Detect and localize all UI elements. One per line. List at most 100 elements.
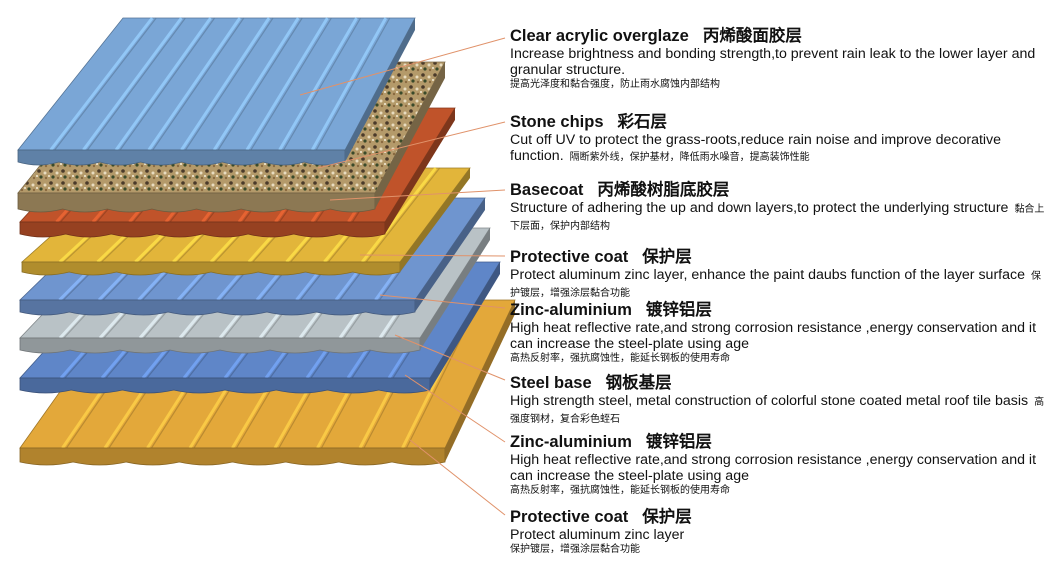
layer-description-cn: 隔断紫外线，保护基材，降低雨水噪音，提高装饰性能	[569, 152, 810, 163]
layer-label-stone-chips: Stone chips 彩石层 Cut off UV to protect the…	[510, 113, 1045, 165]
layer-description-cn: 保护镀层，增强涂层黏合功能	[510, 544, 640, 555]
sheet-rib	[278, 17, 358, 151]
layer-title: Basecoat 丙烯酸树脂底胶层	[510, 181, 1045, 200]
layer-title-en: Clear acrylic overglaze	[510, 27, 689, 45]
sheet-side-edge	[385, 108, 455, 234]
layer-title-en: Protective coat	[510, 248, 629, 266]
leader-line-protective-coat	[359, 254, 506, 257]
layer-description-cn: 高热反射率，强抗腐蚀性，能延长钢板的使用寿命	[510, 485, 730, 496]
layer-title-en: Steel base	[510, 374, 592, 392]
sheet-rib-shadow	[365, 167, 441, 263]
leader-line-overglaze	[299, 37, 506, 96]
layer-label-zinc-aluminium: Zinc-aluminium 镀锌铝层 High heat reflective …	[510, 301, 1045, 366]
sheet-front-edge	[19, 299, 416, 316]
layer-description-cn: 提高光泽度和黏合强度，防止雨水腐蚀内部结构	[510, 79, 720, 90]
sheet-front-edge	[21, 261, 401, 276]
layer-title-cn: 彩石层	[617, 113, 668, 131]
sheet-rib-shadow	[283, 17, 362, 151]
layer-description: High strength steel, metal construction …	[510, 393, 1045, 427]
leader-line-zinc-aluminium	[379, 294, 506, 309]
sheet-side-edge	[415, 198, 485, 312]
sheet-side-edge	[445, 300, 515, 462]
layer-label-basecoat: Basecoat 丙烯酸树脂底胶层 Structure of adhering t…	[510, 181, 1045, 234]
layer-title-cn: 保护层	[642, 248, 692, 266]
layer-description: High heat reflective rate,and strong cor…	[510, 452, 1037, 484]
layer-label-zinc-aluminium-lower: Zinc-aluminium 镀锌铝层 High heat reflective …	[510, 433, 1045, 498]
sheet-rib	[212, 17, 300, 151]
sheet-rib-shadow	[152, 17, 245, 151]
layer-description-cn: 黏合上下层面，保护内部结构	[510, 204, 1045, 232]
sheet-side-edge	[430, 262, 500, 390]
sheet-rib	[82, 17, 183, 151]
sheet-rib	[310, 17, 388, 151]
layer-title: Steel base 钢板基层	[510, 374, 1045, 393]
layer-title-cn: 镀锌铝层	[645, 433, 712, 451]
layer-title-cn: 保护层	[642, 508, 692, 526]
leader-line-zinc-aluminium-lower	[404, 374, 506, 443]
layer-title-en: Basecoat	[510, 181, 584, 199]
sheet-rib	[245, 17, 329, 151]
sheet-side-edge	[375, 62, 445, 209]
layer-description: Protect aluminum zinc layer	[510, 527, 685, 543]
sheet-side-edge	[345, 18, 415, 162]
leader-line-steel-base	[394, 334, 506, 381]
layer-description: Protect aluminum zinc layer, enhance the…	[510, 267, 1045, 301]
layer-description: High heat reflective rate,and strong cor…	[510, 320, 1037, 352]
sheet-front-edge	[17, 192, 376, 213]
layer-title: Zinc-aluminium 镀锌铝层	[510, 301, 1045, 320]
layer-title-en: Zinc-aluminium	[510, 433, 632, 451]
layer-title-cn: 镀锌铝层	[645, 301, 712, 319]
sheet-rib	[147, 17, 242, 151]
sheet-front-edge	[19, 221, 386, 238]
sheet-rib	[49, 17, 154, 151]
layer-title-cn: 钢板基层	[605, 374, 672, 392]
sheet-side-edge	[420, 228, 490, 350]
sheet-rib-shadow	[54, 17, 157, 151]
layer-description: Structure of adhering the up and down la…	[510, 200, 1045, 234]
sheet-front-edge	[19, 337, 421, 354]
leader-line-stone-chips	[317, 121, 506, 169]
layer-title: Stone chips 彩石层	[510, 113, 1045, 132]
layer-label-steel-base: Steel base 钢板基层 High strength steel, meta…	[510, 374, 1045, 427]
layer-title: Protective coat 保护层	[510, 508, 1045, 527]
layer-description-cn: 保护镀层，增强涂层黏合功能	[510, 271, 1041, 299]
sheet-rib-shadow	[217, 17, 303, 151]
layer-title-en: Zinc-aluminium	[510, 301, 632, 319]
sheet-front-edge	[19, 447, 446, 466]
sheet-front-edge	[17, 149, 346, 166]
layer-description-en: Cut off UV to protect the grass-roots,re…	[510, 132, 1002, 164]
layer-description-cn: 高热反射率，强抗腐蚀性，能延长钢板的使用寿命	[510, 353, 730, 364]
layer-title: Zinc-aluminium 镀锌铝层	[510, 433, 1045, 452]
sheet-rib-shadow	[250, 17, 332, 151]
layer-title-cn: 丙烯酸树脂底胶层	[597, 181, 730, 199]
sheet-rib	[114, 17, 212, 151]
leader-line-protective-coat-lower	[409, 439, 506, 516]
sheet-rib-shadow	[184, 17, 274, 151]
layer-title-cn: 丙烯酸面胶层	[702, 27, 802, 45]
sheet-rib-shadow	[119, 17, 216, 151]
layer-label-clear-acrylic-overglaze: Clear acrylic overglaze 丙烯酸面胶层 Increase b…	[510, 27, 1045, 92]
sheet-rib	[361, 167, 437, 263]
layer-description-en: Structure of adhering the up and down la…	[510, 200, 1009, 216]
sheet-side-edge	[400, 168, 470, 272]
layer-description-en: Protect aluminum zinc layer, enhance the…	[510, 267, 1025, 283]
layer-description-cn: 高强度钢材，复合彩色蛭石	[510, 397, 1045, 425]
sheet-front-edge	[19, 377, 431, 394]
layer-description: Cut off UV to protect the grass-roots,re…	[510, 132, 1045, 165]
sheet-rib	[180, 17, 271, 151]
sheet-top-surface	[17, 17, 416, 151]
sheet-rib-shadow	[86, 17, 186, 151]
sheet-rib-shadow	[315, 17, 391, 151]
leader-line-basecoat	[329, 189, 506, 201]
layer-label-protective-coat-lower: Protective coat 保护层 Protect aluminum zinc…	[510, 508, 1045, 557]
layer-label-protective-coat: Protective coat 保护层 Protect aluminum zinc…	[510, 248, 1045, 301]
layer-title: Protective coat 保护层	[510, 248, 1045, 267]
layer-sheet-overglaze	[17, 17, 416, 166]
layer-description: Increase brightness and bonding strength…	[510, 46, 1036, 78]
layer-title-en: Protective coat	[510, 508, 629, 526]
layer-title: Clear acrylic overglaze 丙烯酸面胶层	[510, 27, 1045, 46]
layer-title-en: Stone chips	[510, 113, 604, 131]
layer-description-en: High strength steel, metal construction …	[510, 393, 1029, 409]
